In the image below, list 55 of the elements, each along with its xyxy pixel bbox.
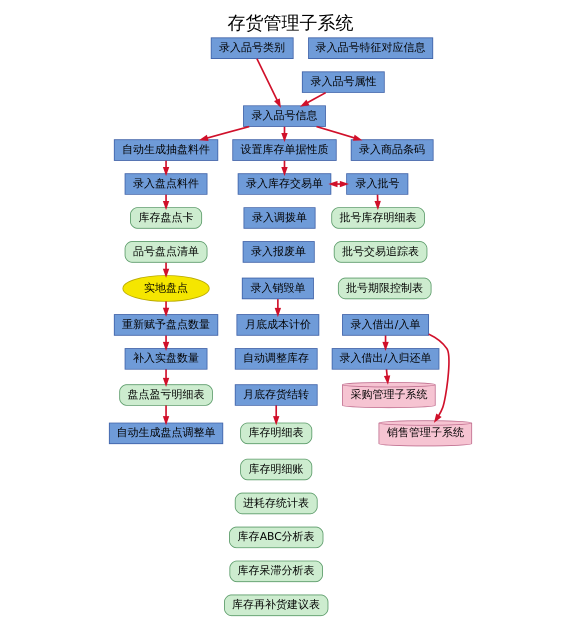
- node-box: 设置库存单据性质: [232, 139, 336, 161]
- node-box: 录入借出/入单: [342, 314, 429, 336]
- node-box: 库存ABC分析表: [228, 526, 323, 548]
- node-box: 录入品号类别: [210, 37, 294, 59]
- node-box: 库存再补货建议表: [224, 594, 328, 616]
- node-box: 库存明细账: [240, 458, 312, 480]
- node-box: 补入实盘数量: [124, 348, 207, 370]
- arrow: [198, 126, 249, 141]
- node-box: 库存呆滞分析表: [228, 560, 323, 582]
- node-box: 录入库存交易单: [237, 173, 331, 195]
- node-box: 库存盘点卡: [130, 207, 202, 229]
- node-box: 录入调拨单: [243, 207, 316, 229]
- node-box: 录入商品条码: [350, 139, 434, 161]
- arrow: [280, 160, 288, 176]
- node-ellipse: 实地盘点: [122, 275, 210, 302]
- node-box: 录入品号属性: [301, 71, 384, 93]
- arrow: [162, 160, 169, 176]
- arrow: [274, 299, 281, 318]
- arrow: [328, 180, 348, 188]
- node-box: 批号库存明细表: [330, 207, 424, 229]
- arrow: [428, 333, 450, 423]
- arrow: [162, 194, 169, 210]
- arrow: [162, 405, 169, 426]
- node-box: 录入品号信息: [242, 105, 326, 127]
- node-box: 录入借出/入归还单: [331, 348, 439, 370]
- arrow: [374, 194, 380, 210]
- arrow: [382, 336, 388, 351]
- arrow: [162, 262, 169, 278]
- arrow: [383, 369, 390, 385]
- diagram-title: 存货管理子系统: [227, 13, 353, 34]
- arrow: [299, 92, 326, 107]
- node-box: 录入销毁单: [241, 278, 314, 300]
- node-box: 自动生成抽盘料件: [113, 139, 218, 161]
- node-box: 品号盘点清单: [124, 241, 207, 263]
- arrow: [256, 58, 280, 108]
- node-box: 录入盘点料件: [124, 173, 207, 195]
- node-box: 录入品号特征对应信息: [308, 37, 433, 59]
- node-box: 重新赋予盘点数量: [113, 314, 218, 336]
- arrow: [280, 126, 288, 142]
- node-box: 月底存货结转: [234, 384, 318, 406]
- node-box: 录入报废单: [242, 241, 314, 263]
- arrow: [162, 301, 169, 317]
- node-box: 盘点盈亏明细表: [118, 384, 212, 406]
- node-box: 批号交易追踪表: [333, 241, 427, 263]
- node-box: 进耗存统计表: [234, 492, 318, 514]
- arrow: [162, 336, 169, 351]
- arrow: [162, 370, 169, 387]
- arrow: [272, 405, 279, 426]
- node-box: 库存明细表: [240, 422, 312, 444]
- node-box: 批号期限控制表: [337, 278, 432, 300]
- node-box: 自动调整库存: [234, 348, 318, 370]
- node-box: 自动生成盘点调整单: [108, 422, 223, 444]
- node-box: 月底成本计价: [236, 314, 319, 336]
- node-box: 录入批号: [346, 173, 408, 195]
- arrow: [316, 126, 362, 141]
